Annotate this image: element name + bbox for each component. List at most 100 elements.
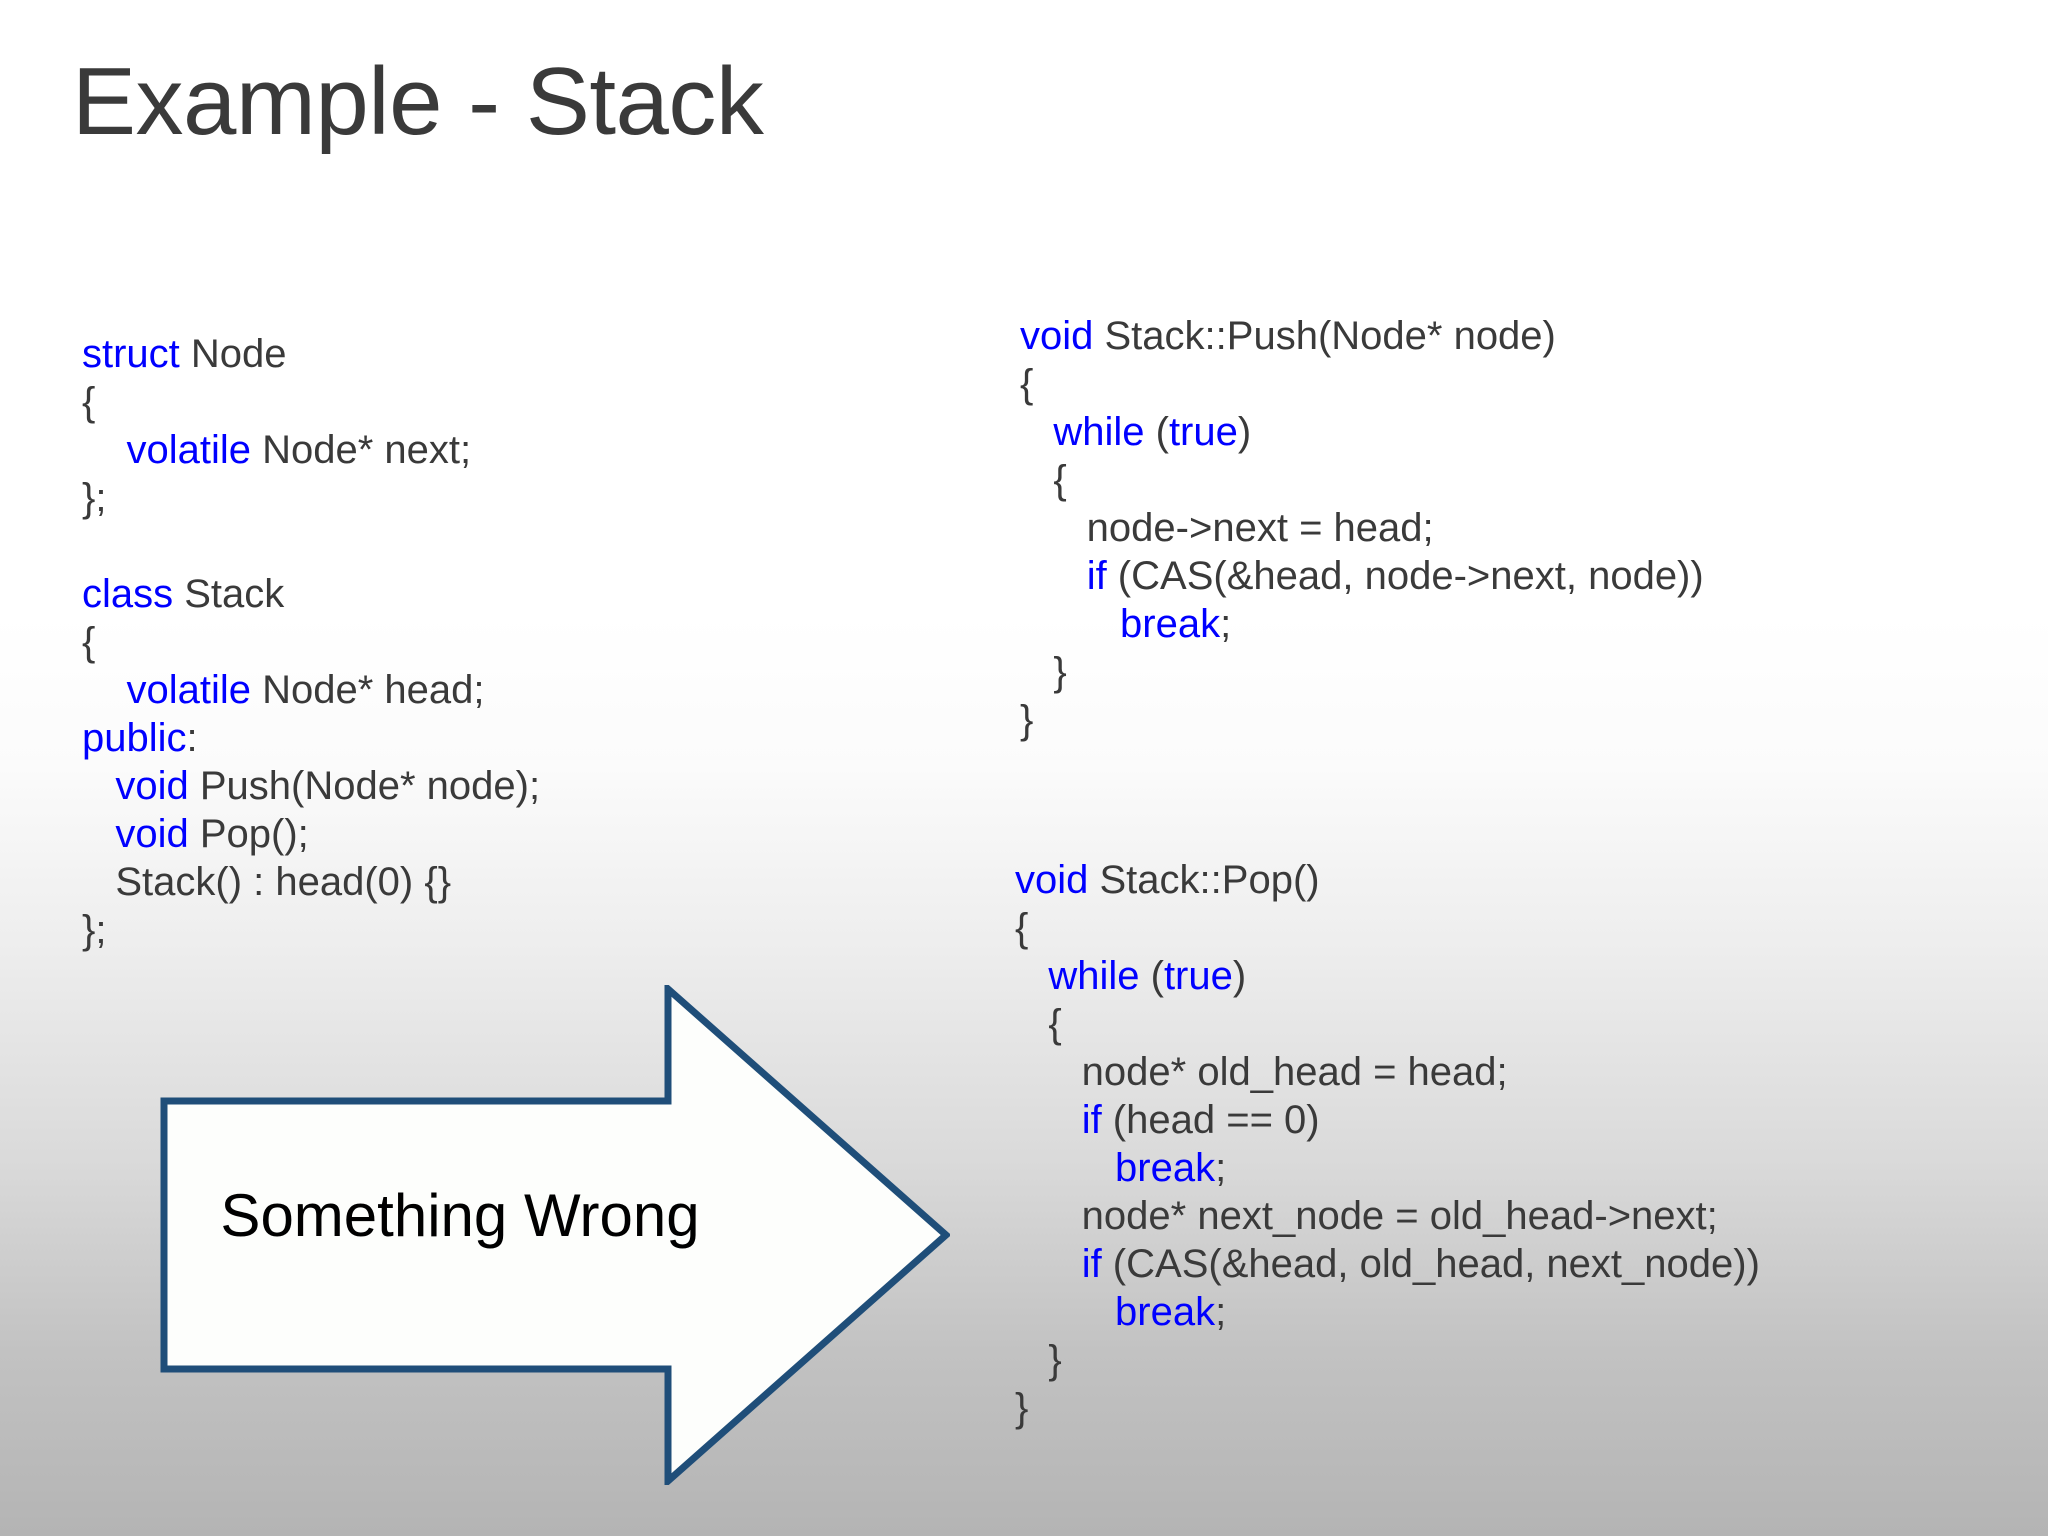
code-text: [1015, 1242, 1082, 1286]
code-text: Stack: [173, 572, 285, 616]
code-text: [1015, 1098, 1082, 1142]
code-text: {: [1020, 458, 1067, 502]
code-keyword: struct: [82, 332, 180, 376]
code-line: volatile Node* head;: [82, 666, 540, 714]
code-text: [82, 428, 126, 472]
code-keyword: void: [1015, 858, 1089, 902]
code-text: node* old_head = head;: [1015, 1050, 1508, 1094]
code-text: [1020, 410, 1053, 454]
code-line: void Stack::Push(Node* node): [1020, 312, 1704, 360]
code-line: while (true): [1020, 408, 1704, 456]
code-text: Stack::Pop(): [1088, 858, 1320, 902]
code-keyword: public: [82, 716, 187, 760]
code-text: [1015, 1146, 1115, 1190]
code-keyword: break: [1120, 602, 1221, 646]
code-text: {: [1020, 362, 1034, 406]
code-block-stack-declaration: struct Node{ volatile Node* next;}; clas…: [82, 330, 540, 954]
code-line: if (head == 0): [1015, 1096, 1760, 1144]
code-line: };: [82, 906, 540, 954]
code-text: [1020, 602, 1120, 646]
code-text: [1020, 554, 1087, 598]
code-text: };: [82, 476, 107, 520]
code-keyword: true: [1163, 954, 1233, 998]
code-line: void Push(Node* node);: [82, 762, 540, 810]
something-wrong-arrow: Something Wrong: [160, 985, 950, 1485]
code-text: (CAS(&head, old_head, next_node)): [1101, 1242, 1760, 1286]
code-line: node->next = head;: [1020, 504, 1704, 552]
code-keyword: true: [1168, 410, 1238, 454]
code-keyword: void: [115, 812, 189, 856]
code-keyword: volatile: [126, 668, 251, 712]
page-title: Example - Stack: [72, 48, 764, 155]
code-text: [82, 812, 115, 856]
code-line: {: [1020, 360, 1704, 408]
code-line: volatile Node* next;: [82, 426, 540, 474]
code-text: (: [1144, 410, 1169, 454]
code-keyword: break: [1115, 1146, 1216, 1190]
code-text: Node* next;: [250, 428, 472, 472]
code-line: };: [82, 474, 540, 522]
code-keyword: break: [1115, 1290, 1216, 1334]
code-block-stack-pop: void Stack::Pop(){ while (true) { node* …: [1015, 856, 1760, 1432]
code-line: }: [1020, 648, 1704, 696]
code-line: break;: [1015, 1288, 1760, 1336]
code-text: ): [1237, 410, 1252, 454]
arrow-shape: [160, 985, 950, 1485]
code-line: break;: [1015, 1144, 1760, 1192]
code-text: [1015, 954, 1048, 998]
code-text: Stack::Push(Node* node): [1093, 314, 1556, 358]
code-text: {: [1015, 1002, 1062, 1046]
code-line: while (true): [1015, 952, 1760, 1000]
code-text: ): [1232, 954, 1247, 998]
code-line: {: [82, 378, 540, 426]
code-text: [1015, 1290, 1115, 1334]
code-text: }: [1020, 650, 1067, 694]
code-text: ;: [1220, 602, 1232, 646]
code-text: (head == 0): [1101, 1098, 1320, 1142]
code-text: }: [1015, 1386, 1029, 1430]
code-line: {: [1015, 1000, 1760, 1048]
code-text: Node: [179, 332, 287, 376]
code-keyword: while: [1048, 954, 1140, 998]
code-text: node->next = head;: [1020, 506, 1434, 550]
code-keyword: void: [1020, 314, 1094, 358]
code-line: Stack() : head(0) {}: [82, 858, 540, 906]
code-line: class Stack: [82, 570, 540, 618]
code-keyword: void: [115, 764, 189, 808]
code-keyword: if: [1081, 1098, 1102, 1142]
code-line: }: [1015, 1384, 1760, 1432]
code-keyword: while: [1053, 410, 1145, 454]
code-text: (CAS(&head, node->next, node)): [1106, 554, 1704, 598]
code-text: Push(Node* node);: [188, 764, 541, 808]
code-keyword: volatile: [126, 428, 251, 472]
code-line: {: [82, 618, 540, 666]
code-block-stack-push: void Stack::Push(Node* node){ while (tru…: [1020, 312, 1704, 744]
code-line: public:: [82, 714, 540, 762]
code-text: {: [82, 620, 96, 664]
code-line: [82, 522, 540, 570]
code-keyword: class: [82, 572, 174, 616]
code-line: break;: [1020, 600, 1704, 648]
code-line: {: [1015, 904, 1760, 952]
code-text: }: [1015, 1338, 1062, 1382]
code-line: struct Node: [82, 330, 540, 378]
code-text: [82, 668, 126, 712]
code-text: }: [1020, 698, 1034, 742]
code-text: {: [1015, 906, 1029, 950]
code-line: {: [1020, 456, 1704, 504]
code-text: :: [186, 716, 198, 760]
code-text: };: [82, 908, 107, 952]
code-line: if (CAS(&head, node->next, node)): [1020, 552, 1704, 600]
code-text: Node* head;: [250, 668, 485, 712]
code-line: node* old_head = head;: [1015, 1048, 1760, 1096]
code-text: Pop();: [188, 812, 309, 856]
code-text: ;: [1215, 1146, 1227, 1190]
code-line: }: [1020, 696, 1704, 744]
code-text: Stack() : head(0) {}: [82, 860, 452, 904]
code-line: if (CAS(&head, old_head, next_node)): [1015, 1240, 1760, 1288]
code-line: void Stack::Pop(): [1015, 856, 1760, 904]
code-line: void Pop();: [82, 810, 540, 858]
code-text: {: [82, 380, 96, 424]
code-keyword: if: [1086, 554, 1107, 598]
